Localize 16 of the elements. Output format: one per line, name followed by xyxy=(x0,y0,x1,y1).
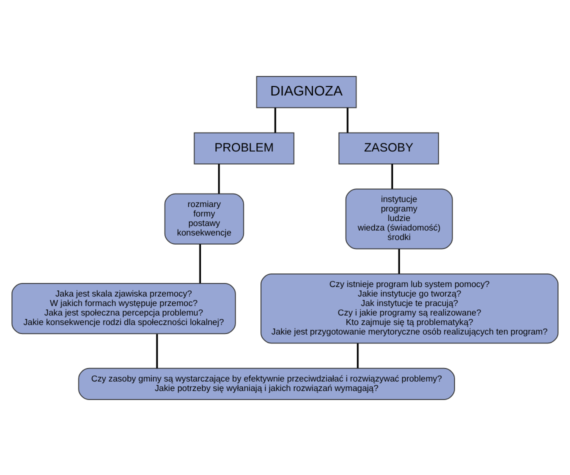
node-box: Czy zasoby gminy są wystarczające by efektywnie przeciwdziałać i rozwiązywać problemy? Jakie potrzeby się wyłaniają i jakich rozwiązań wymagają? xyxy=(78,367,455,400)
connector xyxy=(274,107,276,132)
node-box: PROBLEM xyxy=(194,132,294,164)
node-box: ZASOBY xyxy=(338,132,439,164)
connector xyxy=(346,107,348,132)
connector xyxy=(356,342,359,368)
connector xyxy=(156,334,158,368)
connector xyxy=(218,164,220,194)
connector xyxy=(398,248,400,274)
node-box: DIAGNOZA xyxy=(256,76,357,108)
node-box: Jaka jest skala zjawiska przemocy? W jakich formach występuje przemoc? Jaka jest społeczna percepcja problemu? Jakie konsekwencje rodzi dla społeczności lokalnej? xyxy=(12,282,236,334)
node-box: rozmiary formy postawy konsekwencje xyxy=(164,192,244,244)
node-box: Czy istnieje program lub system pomocy? Jakie instytucje go tworzą? Jak instytucje te pracują? Czy i jakie programy są realizowane? Kto zajmuje się tą problematyką? Jakie jest przygotowanie merytoryczne osób realizujących ten program? xyxy=(260,273,558,344)
connector xyxy=(199,244,201,283)
connector xyxy=(391,164,394,188)
node-box: instytucje programy ludzie wiedza (świadomość) środki xyxy=(345,188,453,249)
